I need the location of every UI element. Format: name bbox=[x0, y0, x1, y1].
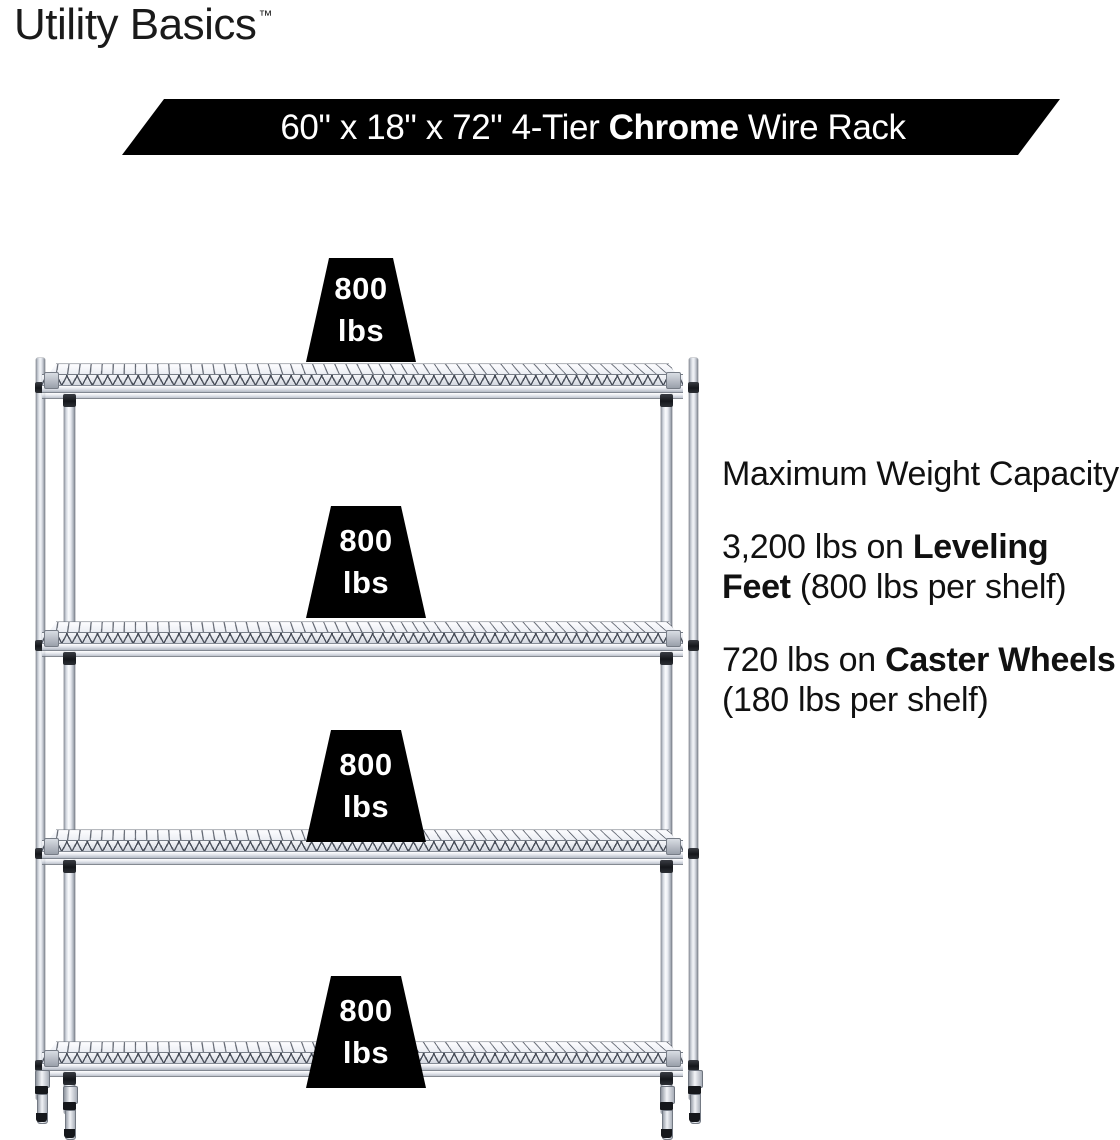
product-title-finish: Chrome bbox=[608, 107, 739, 147]
foot-band bbox=[688, 1086, 701, 1094]
post-collar bbox=[688, 1060, 699, 1071]
callout-unit: lbs bbox=[342, 789, 390, 824]
rack-post-front-right bbox=[661, 386, 672, 1114]
callout-unit: lbs bbox=[337, 313, 385, 348]
leveling-foot-rear-left bbox=[35, 1070, 50, 1124]
foot-tip bbox=[689, 1113, 700, 1122]
post-collar bbox=[63, 860, 76, 873]
post-collar bbox=[688, 848, 699, 859]
foot-stem bbox=[690, 1094, 701, 1124]
post-collar bbox=[63, 1072, 76, 1085]
shelf-clip-left bbox=[44, 630, 59, 647]
product-title-text: 60" x 18" x 72" 4-Tier Chrome Wire Rack bbox=[276, 107, 906, 147]
shelf-clip-right bbox=[666, 1050, 681, 1067]
rack-post-rear-right bbox=[689, 358, 698, 1100]
post-collar bbox=[35, 1060, 46, 1071]
post-collar bbox=[35, 848, 46, 859]
foot-stem bbox=[37, 1094, 48, 1124]
foot-tip bbox=[661, 1129, 672, 1138]
leveling-foot-rear-right bbox=[688, 1070, 703, 1124]
post-collar bbox=[35, 640, 46, 651]
leveling-foot-front-right bbox=[660, 1086, 675, 1140]
callout-value: 800 bbox=[339, 993, 393, 1029]
caster-wheels-capacity: 720 lbs on Caster Wheels (180 lbs per sh… bbox=[722, 641, 1120, 720]
trademark-symbol: ™ bbox=[258, 7, 273, 23]
callout-value: 800 bbox=[339, 523, 393, 559]
brand-logo: Utility Basics ™ bbox=[14, 0, 273, 49]
shelf-lower-rail bbox=[42, 392, 683, 399]
leveling-pre: 3,200 lbs on bbox=[722, 528, 913, 567]
shelf-clip-right bbox=[666, 838, 681, 855]
product-title-prefix: 60" x 18" x 72" 4-Tier bbox=[280, 107, 609, 147]
leveling-feet-capacity: 3,200 lbs on Leveling Feet (800 lbs per … bbox=[722, 528, 1120, 607]
foot-band bbox=[63, 1102, 76, 1110]
caster-label: Caster Wheels bbox=[885, 641, 1116, 680]
leveling-label: Leveling Feet bbox=[722, 528, 1049, 606]
leveling-post: (800 lbs per shelf) bbox=[790, 567, 1067, 606]
shelf-clip-left bbox=[44, 1050, 59, 1067]
capacity-callout-tier-1: 800 lbs bbox=[306, 258, 416, 362]
capacity-copy-block: Maximum Weight Capacity 3,200 lbs on Lev… bbox=[722, 455, 1120, 720]
shelf-tier-1 bbox=[42, 352, 683, 399]
post-collar bbox=[688, 640, 699, 651]
shelf-clip-right bbox=[666, 630, 681, 647]
post-collar bbox=[660, 652, 673, 665]
caster-pre: 720 lbs on bbox=[722, 641, 886, 680]
product-title-suffix: Wire Rack bbox=[738, 107, 906, 147]
capacity-heading: Maximum Weight Capacity bbox=[722, 455, 1119, 493]
callout-value: 800 bbox=[339, 747, 393, 783]
shelf-lower-rail bbox=[42, 650, 683, 657]
product-title-banner: 60" x 18" x 72" 4-Tier Chrome Wire Rack bbox=[122, 99, 1060, 155]
shelf-clip-left bbox=[44, 838, 59, 855]
callout-unit: lbs bbox=[342, 565, 390, 600]
foot-tip bbox=[64, 1129, 75, 1138]
post-collar bbox=[63, 652, 76, 665]
leveling-foot-front-left bbox=[63, 1086, 78, 1140]
post-collar bbox=[35, 382, 46, 393]
brand-name: Utility Basics bbox=[14, 0, 257, 49]
rack-post-rear-left bbox=[36, 358, 45, 1100]
foot-band bbox=[35, 1086, 48, 1094]
shelf-lower-rail bbox=[42, 858, 683, 865]
post-collar bbox=[63, 394, 76, 407]
post-collar bbox=[688, 382, 699, 393]
foot-tip bbox=[36, 1113, 47, 1122]
shelf-clip-right bbox=[666, 372, 681, 389]
post-collar bbox=[660, 860, 673, 873]
post-collar bbox=[660, 1072, 673, 1085]
callout-value: 800 bbox=[334, 271, 388, 307]
foot-band bbox=[660, 1102, 673, 1110]
rack-post-front-left bbox=[64, 386, 75, 1114]
post-collar bbox=[660, 394, 673, 407]
shelf-clip-left bbox=[44, 372, 59, 389]
shelf-tier-2 bbox=[42, 610, 683, 657]
caster-post: (180 lbs per shelf) bbox=[722, 680, 989, 719]
shelf-tier-3 bbox=[42, 818, 683, 865]
callout-unit: lbs bbox=[342, 1035, 390, 1070]
